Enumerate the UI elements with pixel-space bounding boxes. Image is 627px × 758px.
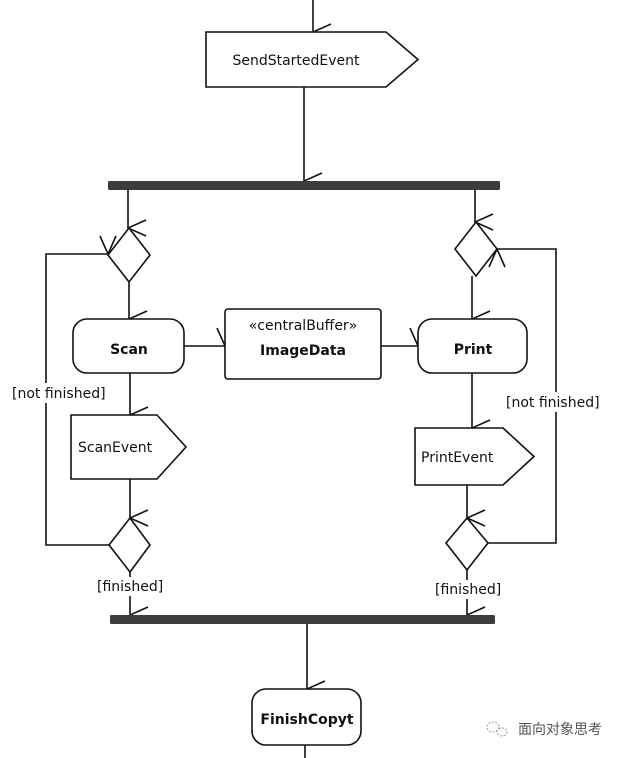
scan-action-node: Scan xyxy=(72,318,185,374)
watermark-text: 面向对象思考 xyxy=(518,721,602,737)
finish-copy-action-node: FinishCopyt xyxy=(251,688,362,746)
fork-bar xyxy=(108,181,500,190)
scan-merge-diamond xyxy=(106,226,152,284)
print-not-finished-guard: [not finished] xyxy=(506,395,600,411)
image-data-stereotype: «centralBuffer» xyxy=(249,318,358,334)
send-started-event-node: SendStartedEvent xyxy=(205,31,420,88)
print-merge-diamond xyxy=(453,220,499,278)
print-finished-guard: [finished] xyxy=(435,582,501,598)
wechat-icon xyxy=(486,721,508,737)
scan-event-node: ScanEvent xyxy=(70,414,188,480)
print-action-label: Print xyxy=(454,342,493,358)
scan-finished-guard: [finished] xyxy=(97,579,163,595)
print-event-label: PrintEvent xyxy=(421,450,494,466)
watermark: 面向对象思考 xyxy=(486,721,602,737)
send-started-event-label: SendStartedEvent xyxy=(232,53,360,69)
image-data-label: ImageData xyxy=(260,343,346,359)
scan-action-label: Scan xyxy=(110,342,148,358)
finish-copy-label: FinishCopyt xyxy=(260,712,353,728)
image-data-buffer-node: «centralBuffer» ImageData xyxy=(224,308,382,380)
scan-event-label: ScanEvent xyxy=(78,440,153,456)
print-decision-diamond xyxy=(444,516,490,572)
join-bar xyxy=(110,615,495,624)
scan-not-finished-guard: [not finished] xyxy=(12,386,106,402)
print-event-node: PrintEvent xyxy=(414,427,536,486)
print-action-node: Print xyxy=(417,318,528,374)
scan-decision-diamond xyxy=(107,516,151,574)
